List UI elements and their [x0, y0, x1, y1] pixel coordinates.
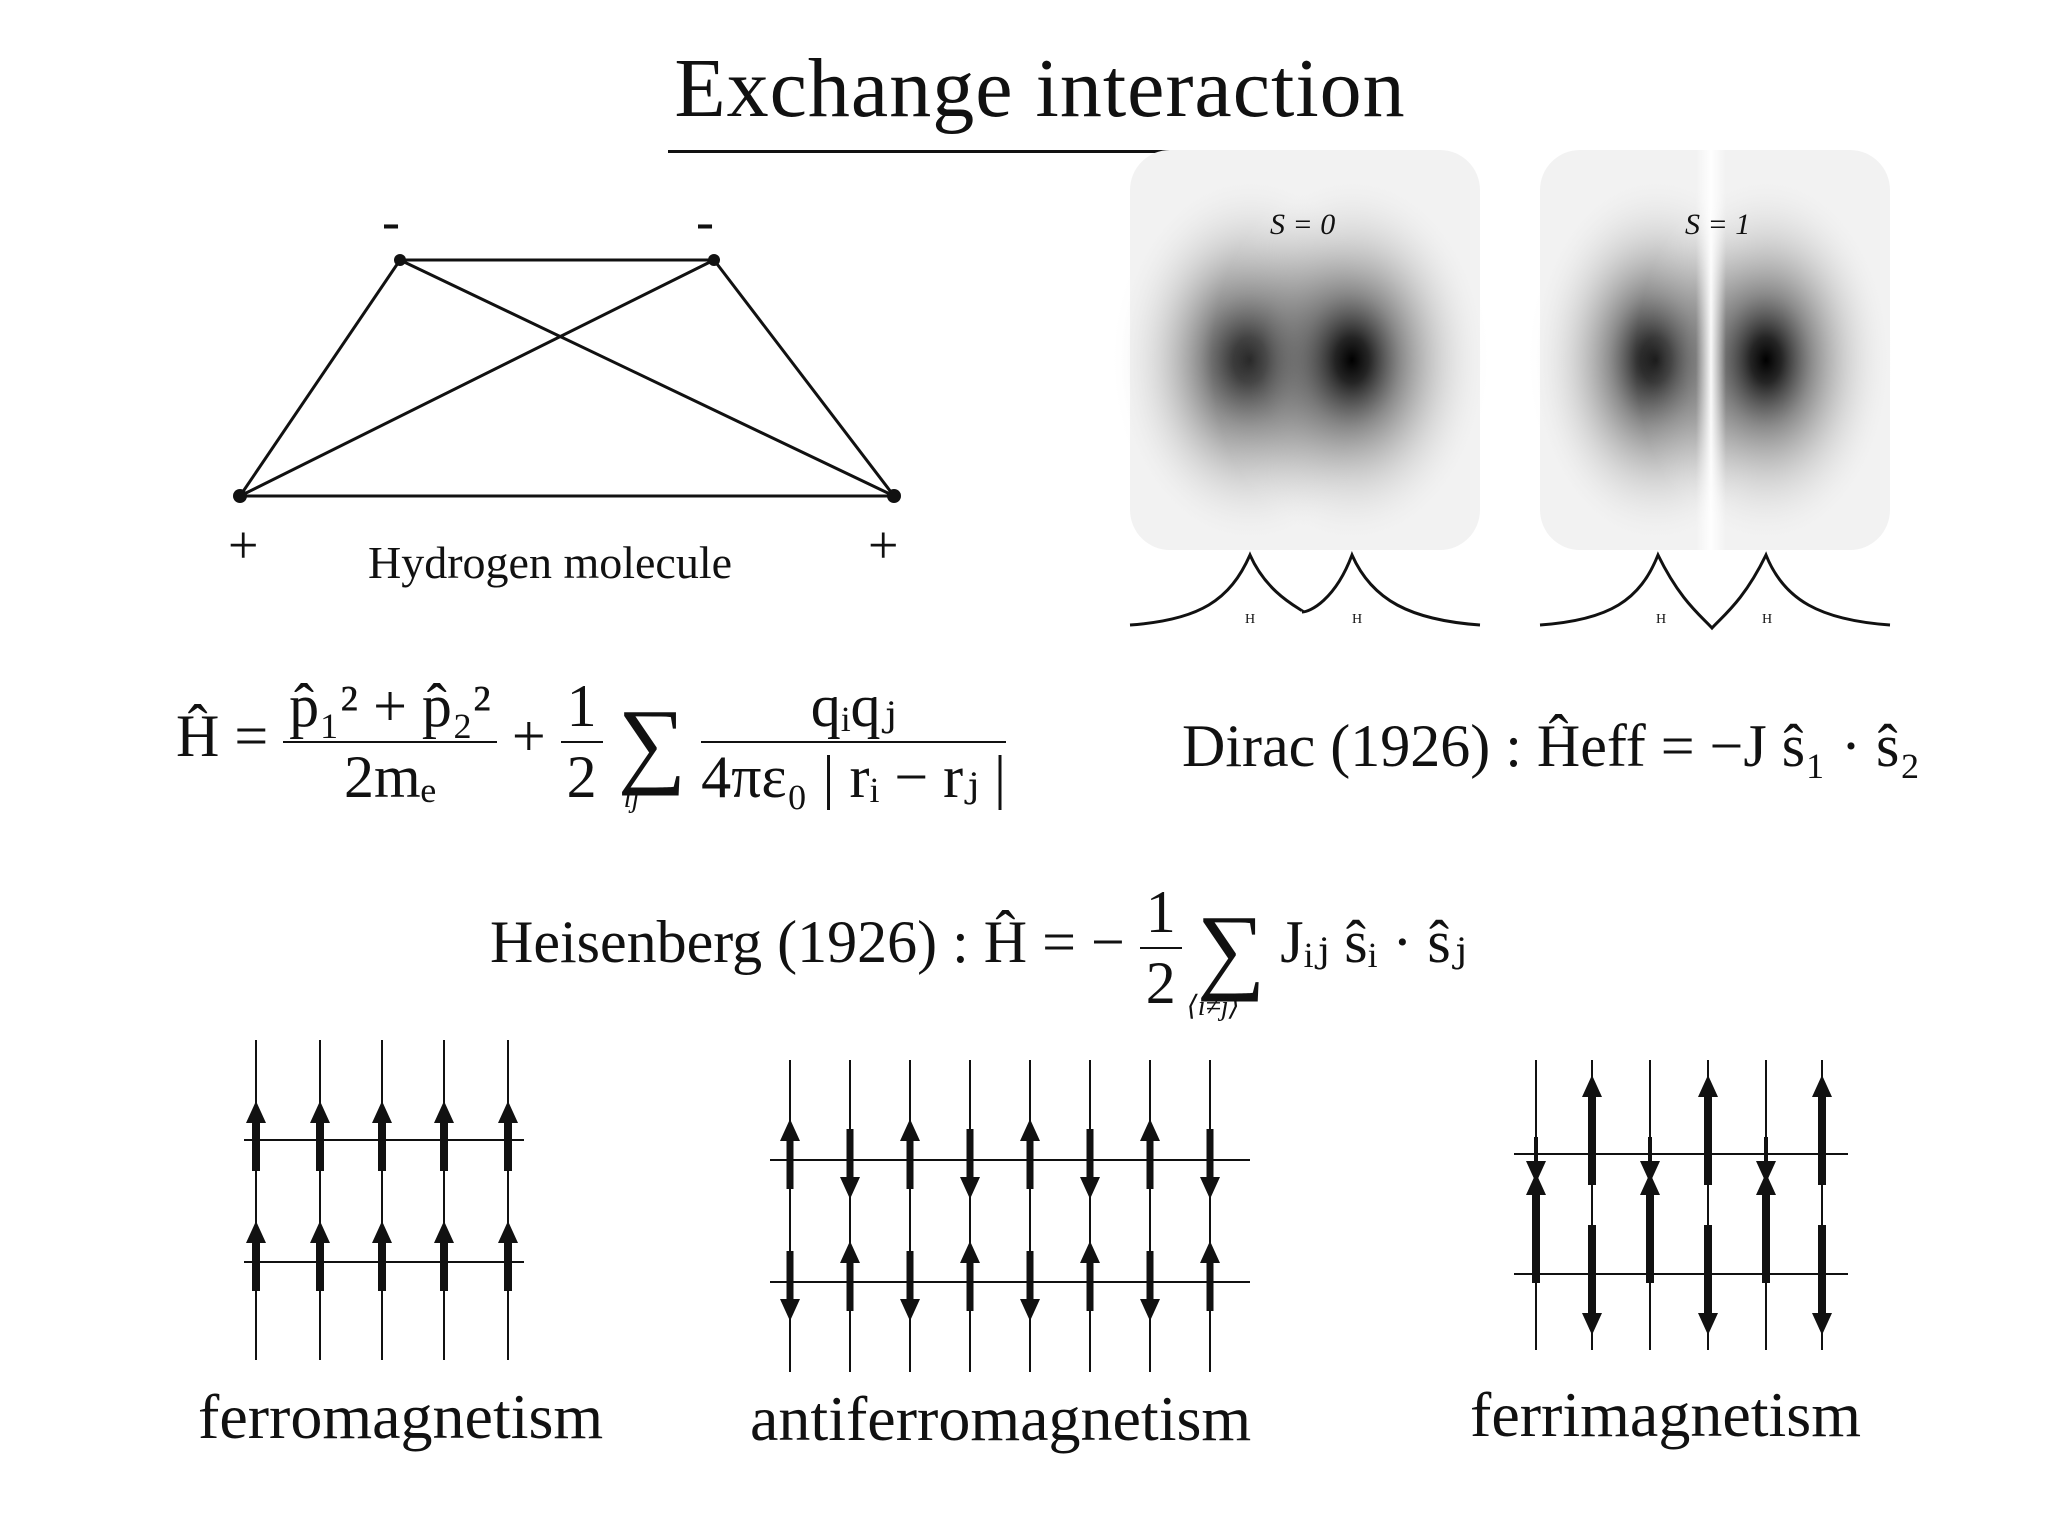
electron-2-sign: -	[696, 191, 714, 251]
afm-spin-arrow	[1140, 1119, 1160, 1189]
heisenberg-sum-symbol: ∑⟨i≠j⟩	[1186, 894, 1266, 1022]
coulomb-denominator: 4πε₀ | rᵢ − rⱼ |	[701, 744, 1007, 810]
electron-1-dot	[394, 254, 406, 266]
ferromagnetism-caption: ferromagnetism	[198, 1381, 604, 1452]
ferro-spin-up-arrow	[246, 1221, 266, 1291]
singlet-nucleus-a: H	[1245, 612, 1256, 627]
heisenberg-sum-index: ⟨i≠j⟩	[1186, 990, 1240, 1022]
afm-spin-arrow	[900, 1251, 920, 1321]
afm-spin-arrow	[1080, 1129, 1100, 1199]
hamiltonian-equation: Ĥ = p̂₁² + p̂₂² 2mₑ + 1 2 ∑ij qᵢqⱼ 4πε₀ …	[176, 672, 1007, 814]
heisenberg-name: Heisenberg (1926) :	[490, 908, 969, 975]
ferri-small-spin-arrow	[1526, 1137, 1546, 1183]
ferri-small-spin-arrow	[1756, 1137, 1776, 1183]
afm-spin-arrow	[1200, 1129, 1220, 1199]
ferri-large-spin-arrow	[1698, 1075, 1718, 1185]
kinetic-denominator: 2mₑ	[343, 744, 437, 810]
ferro-spin-up-arrow	[372, 1221, 392, 1291]
electron1-proton1-bond	[238, 259, 402, 497]
proton-1-sign: +	[228, 515, 259, 575]
afm-spin-arrow	[840, 1241, 860, 1311]
ferri-large-spin-arrow	[1756, 1173, 1776, 1283]
heisenberg-lhs: Ĥ = −	[983, 908, 1125, 975]
afm-spin-arrow	[960, 1241, 980, 1311]
kinetic-numerator: p̂₁² + p̂₂²	[283, 672, 497, 743]
dirac-formula: Ĥeff = −J ŝ₁ · ŝ₂	[1536, 713, 1921, 779]
afm-spin-arrow	[1020, 1251, 1040, 1321]
afm-spin-arrow	[900, 1119, 920, 1189]
singlet-nucleus-b: H	[1352, 612, 1363, 627]
proton-1-dot	[233, 489, 247, 503]
afm-spin-arrow	[1140, 1251, 1160, 1321]
triplet-nucleus-b: H	[1762, 612, 1773, 627]
electron2-proton1-bond	[239, 258, 715, 498]
proton-2-dot	[887, 489, 901, 503]
density-panel-singlet	[1110, 150, 1492, 627]
triplet-nucleus-a: H	[1656, 612, 1667, 627]
ferro-spin-up-arrow	[372, 1101, 392, 1171]
proton-2-sign: +	[868, 515, 899, 575]
coulomb-fraction: qᵢqⱼ 4πε₀ | rᵢ − rⱼ |	[701, 672, 1007, 812]
half-fraction: 1 2	[560, 672, 603, 812]
coulomb-numerator: qᵢqⱼ	[701, 672, 1007, 743]
ferri-large-spin-arrow-down	[1698, 1225, 1718, 1335]
heisenberg-half: 1 2	[1139, 878, 1182, 1018]
dirac-equation: Dirac (1926) : Ĥeff = −J ŝ₁ · ŝ₂	[1182, 712, 1920, 781]
half-denominator: 2	[566, 744, 597, 810]
triplet-label: S = 1	[1685, 208, 1751, 241]
ferri-large-spin-arrow	[1640, 1173, 1660, 1283]
afm-spin-arrow	[960, 1129, 980, 1199]
electron1-proton2-bond	[399, 258, 895, 498]
afm-spin-arrow	[780, 1251, 800, 1321]
electron2-proton2-bond	[712, 259, 896, 497]
ferri-large-spin-arrow-down	[1812, 1225, 1832, 1335]
singlet-density-curve	[1129, 551, 1481, 627]
triplet-density-curve	[1539, 551, 1891, 631]
heisenberg-half-num: 1	[1139, 878, 1182, 949]
ferri-large-spin-arrow	[1812, 1075, 1832, 1185]
ferro-spin-up-arrow	[310, 1101, 330, 1171]
antiferromagnetism-caption: antiferromagnetism	[750, 1383, 1252, 1454]
hamiltonian-lhs: Ĥ =	[176, 702, 269, 769]
half-numerator: 1	[560, 672, 603, 743]
afm-spin-arrow	[1200, 1241, 1220, 1311]
molecule-caption: Hydrogen molecule	[368, 537, 733, 588]
density-panel-triplet	[1526, 150, 1896, 631]
ferro-spin-up-arrow	[434, 1221, 454, 1291]
singlet-label: S = 0	[1270, 208, 1336, 241]
afm-spin-arrow	[1080, 1241, 1100, 1311]
sum-index: ij	[623, 782, 640, 814]
ferro-spin-up-arrow	[246, 1101, 266, 1171]
electron-1-sign: -	[382, 191, 400, 251]
electron-2-dot	[708, 254, 720, 266]
ferrimagnetism-caption: ferrimagnetism	[1470, 1379, 1861, 1450]
title-underline	[668, 150, 1412, 153]
plus-sign: +	[511, 702, 546, 769]
ferro-spin-up-arrow	[434, 1101, 454, 1171]
afm-spin-arrow	[780, 1119, 800, 1189]
sum-symbol: ∑ij	[617, 688, 687, 814]
heisenberg-half-den: 2	[1145, 950, 1176, 1016]
heisenberg-term: Jᵢⱼ ŝᵢ · ŝⱼ	[1280, 908, 1467, 975]
dirac-name: Dirac (1926) :	[1182, 713, 1522, 779]
ferri-small-spin-arrow	[1640, 1137, 1660, 1183]
ferro-spin-up-arrow	[498, 1101, 518, 1171]
page-title: Exchange interaction	[674, 42, 1406, 135]
ferri-large-spin-arrow	[1582, 1075, 1602, 1185]
ferro-spin-up-arrow	[310, 1221, 330, 1291]
afm-spin-arrow	[1020, 1119, 1040, 1189]
ferri-large-spin-arrow-down	[1582, 1225, 1602, 1335]
afm-spin-arrow	[840, 1129, 860, 1199]
ferri-large-spin-arrow	[1526, 1173, 1546, 1283]
kinetic-fraction: p̂₁² + p̂₂² 2mₑ	[283, 672, 497, 812]
ferro-spin-up-arrow	[498, 1221, 518, 1291]
heisenberg-equation: Heisenberg (1926) : Ĥ = − 1 2 ∑⟨i≠j⟩ Jᵢⱼ…	[490, 878, 1467, 1022]
